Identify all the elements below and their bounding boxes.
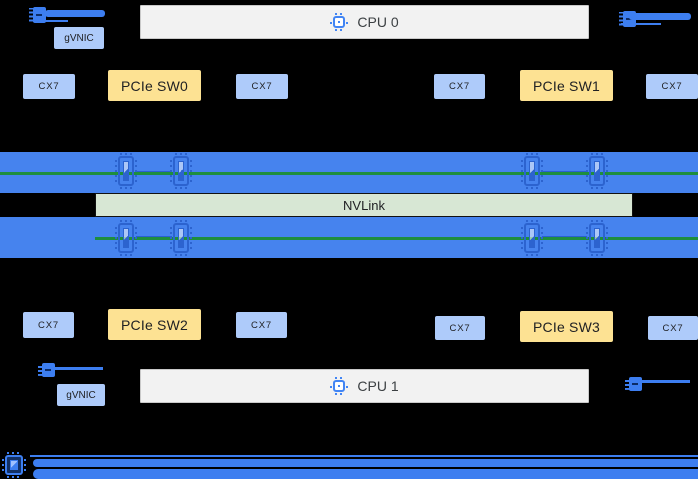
gpu-chip-icon	[521, 220, 543, 256]
gpu-chip-icon	[170, 153, 192, 189]
cpu0-label: CPU 0	[357, 14, 399, 30]
cx7-nic-box: CX7	[434, 74, 485, 99]
cx7-nic-box: CX7	[435, 316, 485, 340]
cpu1-label: CPU 1	[357, 378, 399, 394]
pcie-sw3-box: PCIe SW3	[520, 311, 613, 342]
pcie-sw0-box: PCIe SW0	[108, 70, 201, 101]
gpu-chip-icon	[115, 220, 137, 256]
cpu0-box: CPU 0	[140, 5, 589, 39]
gpu-chip-icon	[170, 220, 192, 256]
network-line	[621, 23, 661, 25]
nvlink-trace-line	[95, 237, 698, 240]
cx7-nic-box: CX7	[236, 312, 287, 338]
nvlink-trace-line	[0, 172, 698, 175]
cx7-nic-box: CX7	[648, 316, 698, 340]
network-line	[629, 13, 691, 20]
network-line	[641, 380, 690, 383]
pcie-sw1-box: PCIe SW1	[520, 70, 613, 101]
cx7-nic-box: CX7	[646, 74, 698, 99]
network-line	[30, 455, 698, 457]
gpu-chip-icon	[521, 153, 543, 189]
cx7-nic-box: CX7	[23, 74, 75, 99]
pcie-sw2-box: PCIe SW2	[108, 309, 201, 340]
chip-icon	[330, 13, 349, 31]
network-line	[45, 10, 105, 17]
cpu1-box: CPU 1	[140, 369, 589, 403]
gvnic-box: gVNIC	[57, 384, 105, 406]
network-line	[55, 367, 103, 370]
gvnic-box: gVNIC	[54, 27, 104, 49]
network-bus-bar	[33, 469, 698, 479]
gpu-chip-icon	[586, 220, 608, 256]
network-bus-bar	[33, 459, 698, 467]
nic-port-icon	[625, 377, 642, 391]
gpu-chip-icon	[586, 153, 608, 189]
cx7-nic-box: CX7	[236, 74, 288, 99]
chip-icon	[330, 377, 349, 395]
network-line	[33, 20, 68, 22]
nic-port-icon	[38, 363, 55, 377]
gpu-chip-icon	[115, 153, 137, 189]
nvlink-band: NVLink	[95, 193, 633, 217]
cx7-nic-box: CX7	[23, 312, 74, 338]
nic-port-icon	[29, 7, 46, 23]
chip-icon	[2, 452, 26, 478]
